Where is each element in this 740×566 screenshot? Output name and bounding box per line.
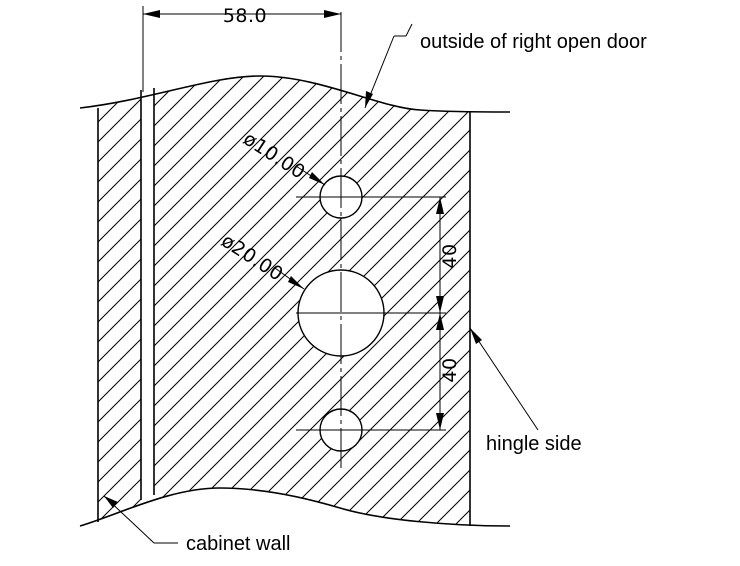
hatched-section: [98, 76, 470, 526]
door-outside-callout: outside of right open door: [364, 23, 647, 109]
spacing-upper-text: 40: [439, 243, 461, 268]
width-dim-text: 58.0: [223, 5, 267, 27]
vertical-dimension: 40 40: [374, 196, 461, 431]
hinge-side-label: hingle side: [486, 433, 582, 455]
cabinet-wall-callout: cabinet wall: [103, 495, 291, 555]
door-outside-label: outside of right open door: [420, 31, 647, 53]
width-dimension: 58.0: [142, 2, 341, 92]
cabinet-wall-label: cabinet wall: [186, 533, 291, 555]
hinge-side-callout: hingle side: [469, 327, 582, 455]
spacing-lower-text: 40: [439, 357, 461, 382]
center-lines: [296, 12, 386, 468]
slab-outline: [79, 75, 511, 527]
